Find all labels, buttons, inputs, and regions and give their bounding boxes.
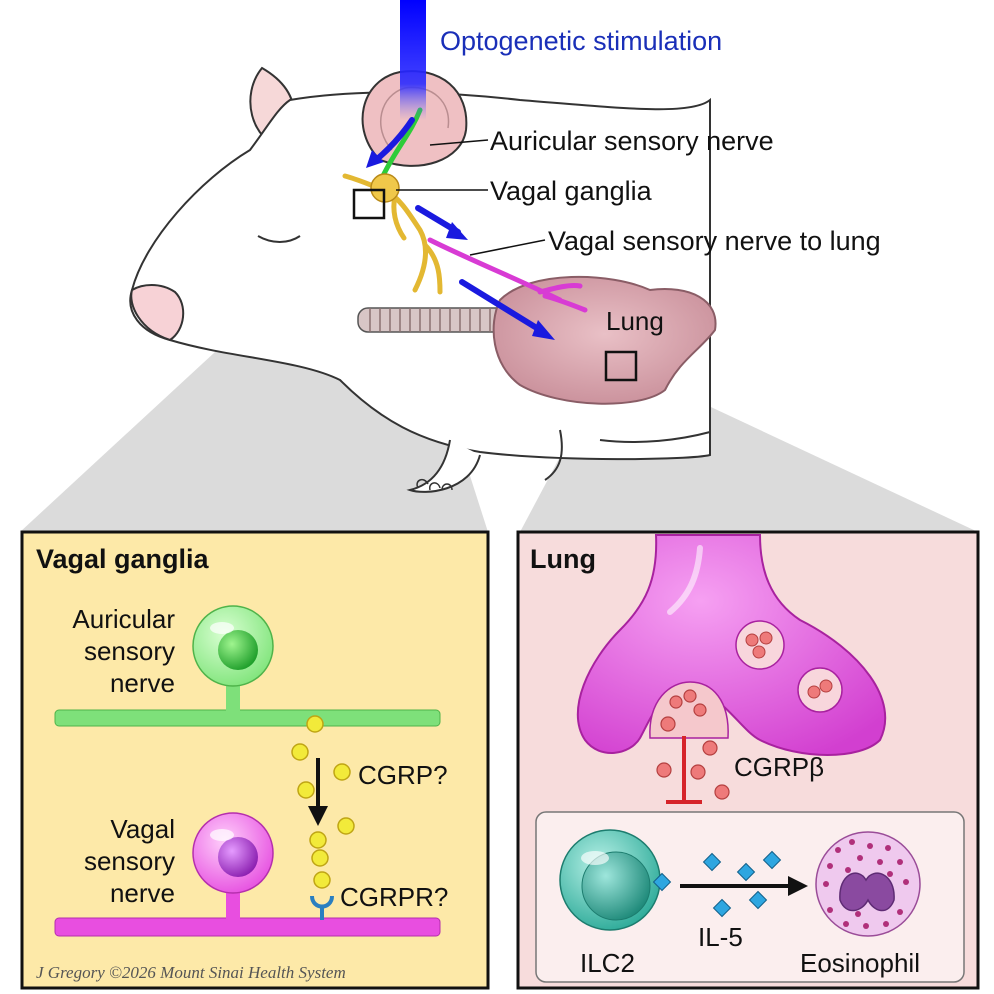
cgrpr-label: CGRPR? [340,882,448,912]
trachea [357,307,509,333]
cgrpb-release [656,689,730,800]
label-auricular-nerve: Auricular sensory nerve [490,126,774,156]
vagal-line-1: Vagal [110,814,175,844]
nerves [342,107,588,313]
auricular-line-3: nerve [110,668,175,698]
lung-zoom-box [604,350,638,382]
cgrp-label: CGRP? [358,760,448,790]
panel-lung: Lung CGRPβ [516,530,980,990]
il5-diamonds [702,850,782,918]
ilc2-label: ILC2 [580,948,635,978]
light-beam [400,0,426,120]
title: Optogenetic stimulation [440,26,722,56]
panel-vagal-ganglia: Vagal ganglia Auricular sensory nerve CG… [20,530,490,990]
label-vagal-ganglia: Vagal ganglia [490,176,653,206]
panel-left-title: Vagal ganglia [36,544,210,574]
vesicle-2 [797,667,843,713]
lung-organ [492,275,717,405]
auricular-axon [54,709,441,727]
signal-arrows [366,117,555,340]
label-lung: Lung [606,306,664,336]
panel-right-title: Lung [530,544,596,574]
vesicle-1 [735,620,785,670]
vagal-line-2: sensory [84,846,175,876]
eosinophil-granules [823,839,909,929]
label-vagal-lung-nerve: Vagal sensory nerve to lung [548,226,881,256]
arrow-ganglia-to-lung-2 [459,279,543,333]
credit: J Gregory ©2026 Mount Sinai Health Syste… [36,963,346,982]
cgrpb-label: CGRPβ [734,752,824,782]
leader-lines [396,139,546,256]
vagal-axon [54,917,441,937]
auricular-line-1: Auricular [72,604,175,634]
eosinophil-label: Eosinophil [800,948,920,978]
auricular-line-2: sensory [84,636,175,666]
vagal-nerve-lung [427,237,588,313]
vagal-nerve-yellow [342,173,443,295]
il5-label: IL-5 [698,922,743,952]
vagal-line-3: nerve [110,878,175,908]
ganglia-zoom-box [352,188,386,220]
cgrp-vesicles [291,715,355,889]
